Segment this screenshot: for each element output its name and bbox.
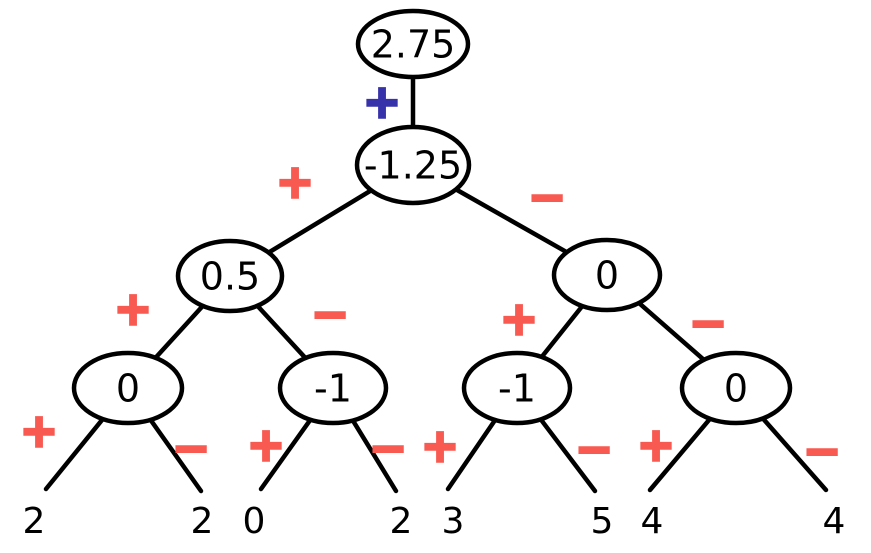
edge-n5-l3 (258, 417, 313, 492)
leaf-label-l7: 4 (641, 501, 664, 542)
edge-sign-n2-n4: + (114, 282, 153, 336)
edge-sign-n4-l1: + (20, 404, 59, 458)
edge-n7-l8 (760, 416, 829, 493)
edge-sign-n7-l7: + (637, 418, 676, 472)
edge-n4-l1 (43, 416, 106, 492)
edge-sign-n6-l5: + (421, 419, 460, 473)
edge-n2-n4 (153, 303, 206, 361)
node-label-root: 2.75 (371, 23, 456, 67)
node-label-n7: 0 (724, 367, 748, 411)
node-label-n6: -1 (498, 367, 536, 411)
edge-sign-n1-n3: − (528, 170, 567, 224)
node-label-n4: 0 (116, 367, 140, 411)
edge-sign-root-n1: + (363, 75, 402, 129)
leaf-label-l1: 2 (23, 501, 46, 542)
node-n4 (71, 350, 185, 426)
node-root (355, 8, 471, 80)
edge-sign-n3-n7: − (689, 296, 728, 350)
edge-sign-n5-l4: − (369, 421, 408, 475)
edge-n4-l2 (148, 417, 204, 494)
edge-n6-l6 (538, 417, 598, 494)
node-n1 (354, 124, 472, 206)
edge-sign-n2-n5: − (311, 287, 350, 341)
edge-n7-l7 (647, 416, 713, 493)
node-label-n3: 0 (595, 254, 619, 298)
edge-n3-n7 (636, 300, 707, 363)
node-n6 (461, 350, 573, 426)
node-n3 (551, 237, 663, 313)
edge-n1-n2 (266, 188, 374, 255)
node-label-n1: -1.25 (364, 144, 462, 188)
node-n2 (175, 238, 285, 314)
node-n7 (679, 350, 793, 426)
edge-sign-n6-l6: − (575, 422, 614, 476)
leaf-label-l6: 5 (591, 501, 614, 542)
leaf-label-l2: 2 (191, 501, 214, 542)
edge-sign-n5-l3: + (247, 418, 286, 472)
node-label-n2: 0.5 (200, 255, 260, 299)
node-n5 (277, 350, 389, 426)
edge-sign-n4-l2: − (172, 421, 211, 475)
edge-n6-l5 (445, 417, 498, 492)
edge-sign-n3-n6: + (500, 292, 539, 346)
edge-sign-n7-l8: − (803, 424, 842, 478)
edge-n2-n5 (255, 303, 308, 361)
leaf-label-l3: 0 (243, 501, 266, 542)
leaf-label-l4: 2 (390, 501, 413, 542)
node-label-n5: -1 (314, 367, 352, 411)
leaf-label-l8: 4 (823, 501, 846, 542)
edge-n3-n6 (539, 303, 585, 360)
edge-sign-n1-n2: + (276, 155, 315, 209)
edge-n1-n3 (453, 187, 570, 255)
leaf-label-l5: 3 (442, 501, 465, 542)
edge-n5-l4 (350, 418, 399, 494)
